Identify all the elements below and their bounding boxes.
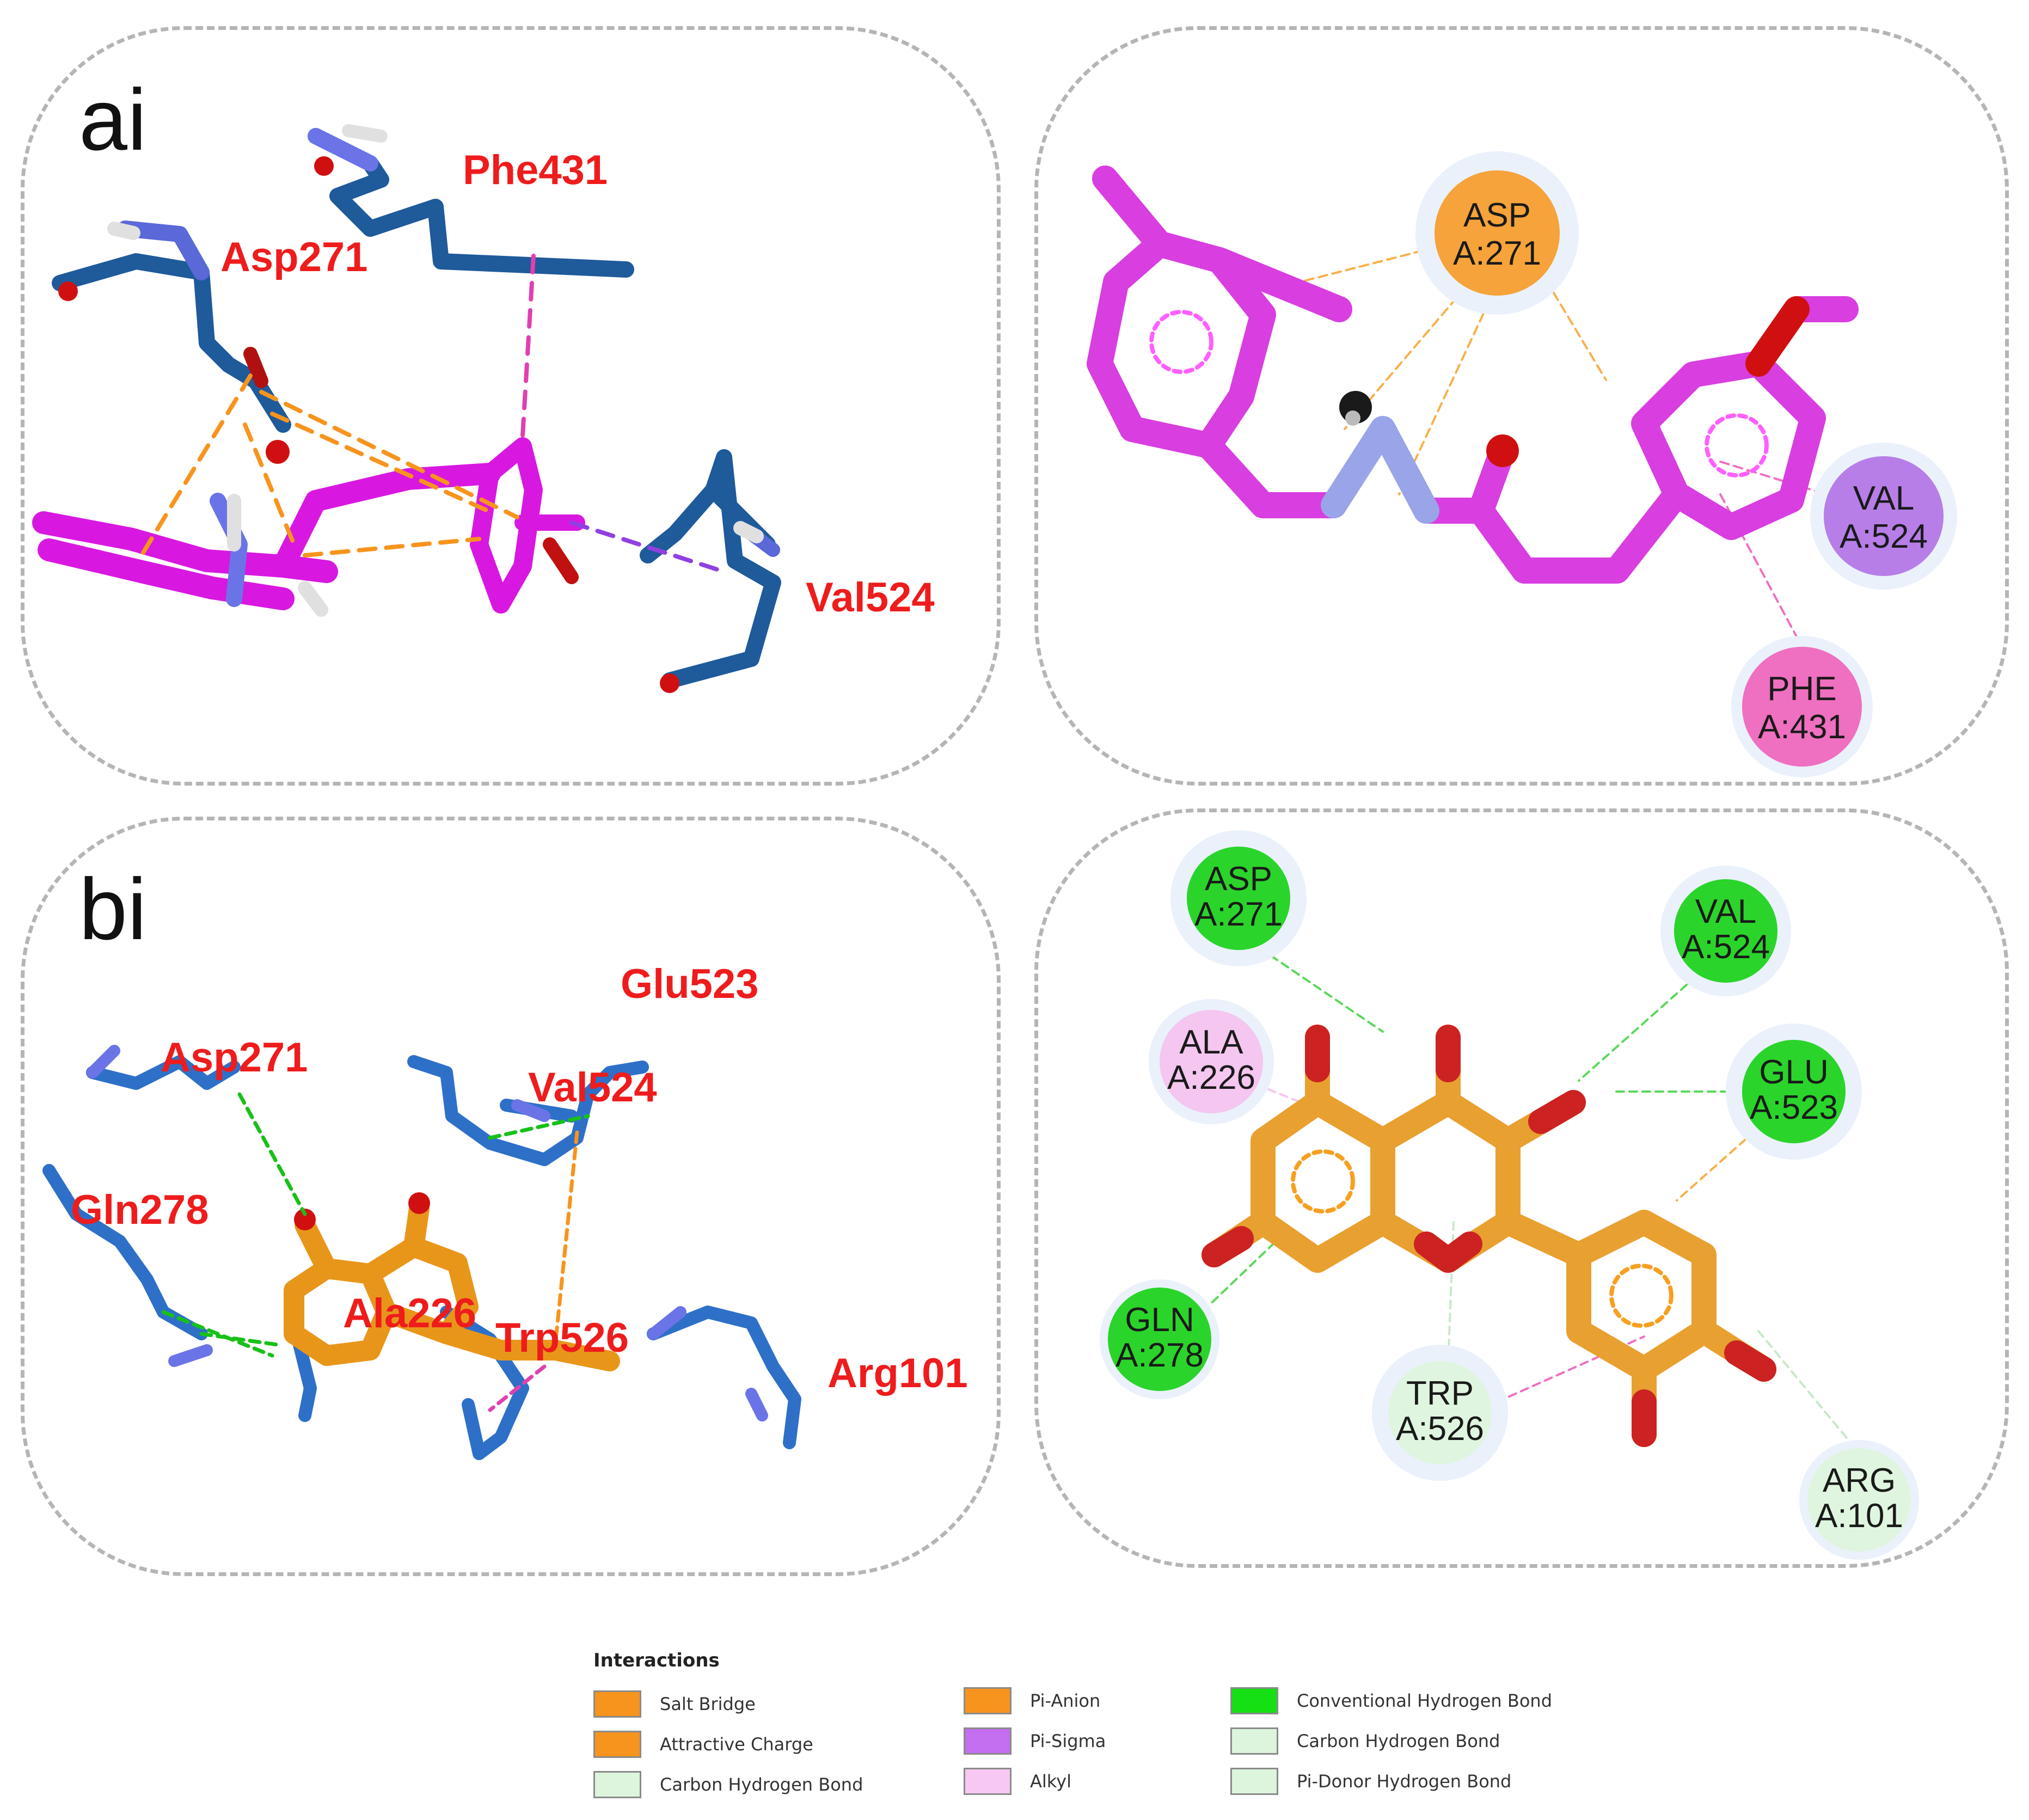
legend-item-label: Attractive Charge xyxy=(660,1734,813,1755)
svg-text:A:271: A:271 xyxy=(1453,235,1541,272)
legend-item-conventional-hydrogen-bond: Conventional Hydrogen Bond xyxy=(1230,1686,1552,1716)
svg-text:ALA: ALA xyxy=(1179,1024,1243,1061)
node-trp526: TRP A:526 xyxy=(1372,1345,1508,1481)
panel-aii-frame xyxy=(1034,26,2009,786)
legend-swatch xyxy=(964,1727,1012,1755)
svg-text:GLU: GLU xyxy=(1759,1053,1828,1091)
residue-label-val524: Val524 xyxy=(806,574,935,621)
svg-text:A:524: A:524 xyxy=(1682,928,1770,966)
panel-bi-structure xyxy=(42,1045,801,1460)
legend-item-label: Pi-Donor Hydrogen Bond xyxy=(1297,1771,1512,1792)
interactions-legend: Interactions Salt Bridge Attractive Char… xyxy=(593,1650,1611,1813)
node-arg101: ARG A:101 xyxy=(1799,1440,1919,1560)
svg-text:VAL: VAL xyxy=(1853,480,1915,517)
residue-label-asp271: Asp271 xyxy=(220,234,368,280)
legend-item-pi-sigma: Pi-Sigma xyxy=(964,1726,1106,1756)
node-val524: VAL A:524 xyxy=(1810,443,1957,590)
panel-bii-frame xyxy=(1034,808,2009,1568)
svg-text:PHE: PHE xyxy=(1767,670,1836,708)
panel-ai-structure xyxy=(32,124,781,693)
legend-item-alkyl: Alkyl xyxy=(964,1766,1071,1797)
panel-label-bi: bi xyxy=(79,860,147,958)
svg-text:A:271: A:271 xyxy=(1194,896,1283,933)
residue-label-ala226: Ala226 xyxy=(343,1290,477,1337)
legend-item-carbon-hydrogen-bond-2: Carbon Hydrogen Bond xyxy=(1230,1726,1500,1756)
residue-label-gln278: Gln278 xyxy=(71,1187,209,1233)
svg-text:A:226: A:226 xyxy=(1167,1059,1255,1096)
legend-item-label: Alkyl xyxy=(1030,1771,1071,1792)
legend-swatch xyxy=(1230,1727,1278,1755)
panel-label-ai: ai xyxy=(79,71,147,168)
svg-text:GLN: GLN xyxy=(1125,1301,1194,1339)
residue-label-asp271-b: Asp271 xyxy=(161,1034,308,1081)
legend-item-label: Carbon Hydrogen Bond xyxy=(660,1774,863,1795)
panel-bi-frame xyxy=(21,817,1001,1576)
node-ala226: ALA A:226 xyxy=(1149,999,1274,1124)
residue-label-trp526: Trp526 xyxy=(495,1315,629,1361)
legend-swatch xyxy=(1230,1687,1278,1714)
legend-title: Interactions xyxy=(593,1650,720,1671)
legend-item-label: Salt Bridge xyxy=(660,1694,756,1714)
node-gln278: GLN A:278 xyxy=(1100,1279,1219,1399)
node-phe431: PHE A:431 xyxy=(1731,636,1873,777)
legend-swatch xyxy=(964,1687,1012,1714)
svg-text:ARG: ARG xyxy=(1823,1462,1896,1499)
legend-swatch xyxy=(593,1771,641,1798)
svg-text:ASP: ASP xyxy=(1463,197,1531,234)
legend-item-label: Carbon Hydrogen Bond xyxy=(1297,1731,1500,1751)
node-val524-b: VAL A:524 xyxy=(1660,866,1791,996)
svg-text:TRP: TRP xyxy=(1406,1375,1474,1412)
legend-swatch xyxy=(964,1768,1012,1795)
panel-bii-diagram: ASP A:271 VAL A:524 ALA A:226 GLU A:523 … xyxy=(1100,830,1919,1560)
legend-item-label: Conventional Hydrogen Bond xyxy=(1297,1690,1552,1711)
node-asp271: ASP A:271 xyxy=(1415,151,1579,315)
svg-text:A:526: A:526 xyxy=(1396,1410,1484,1448)
panel-aii-diagram: ASP A:271 VAL A:524 PHE A:431 xyxy=(1087,151,1957,777)
legend-item-attractive-charge: Attractive Charge xyxy=(593,1729,813,1760)
residue-label-phe431: Phe431 xyxy=(463,147,608,193)
legend-swatch xyxy=(593,1690,641,1718)
svg-text:A:278: A:278 xyxy=(1115,1337,1204,1374)
legend-item-label: Pi-Anion xyxy=(1030,1690,1101,1711)
svg-text:A:523: A:523 xyxy=(1750,1089,1838,1126)
svg-text:VAL: VAL xyxy=(1695,893,1757,930)
legend-item-salt-bridge: Salt Bridge xyxy=(593,1689,756,1719)
node-asp271-b: ASP A:271 xyxy=(1170,830,1307,966)
panel-ai-frame xyxy=(21,26,1001,786)
residue-label-val524-b: Val524 xyxy=(528,1064,657,1111)
legend-item-pi-anion: Pi-Anion xyxy=(964,1686,1100,1716)
node-glu523: GLU A:523 xyxy=(1726,1024,1862,1160)
residue-label-glu523: Glu523 xyxy=(621,961,759,1007)
legend-swatch xyxy=(1230,1768,1278,1795)
legend-item-pi-donor-hydrogen-bond: Pi-Donor Hydrogen Bond xyxy=(1230,1766,1511,1797)
svg-text:ASP: ASP xyxy=(1205,860,1272,898)
svg-text:A:101: A:101 xyxy=(1815,1497,1903,1535)
legend-item-carbon-hydrogen-bond: Carbon Hydrogen Bond xyxy=(593,1769,863,1800)
svg-text:A:524: A:524 xyxy=(1840,518,1928,555)
legend-swatch xyxy=(593,1731,641,1758)
residue-label-arg101: Arg101 xyxy=(827,1350,968,1396)
legend-item-label: Pi-Sigma xyxy=(1030,1731,1106,1751)
svg-text:A:431: A:431 xyxy=(1758,708,1846,746)
